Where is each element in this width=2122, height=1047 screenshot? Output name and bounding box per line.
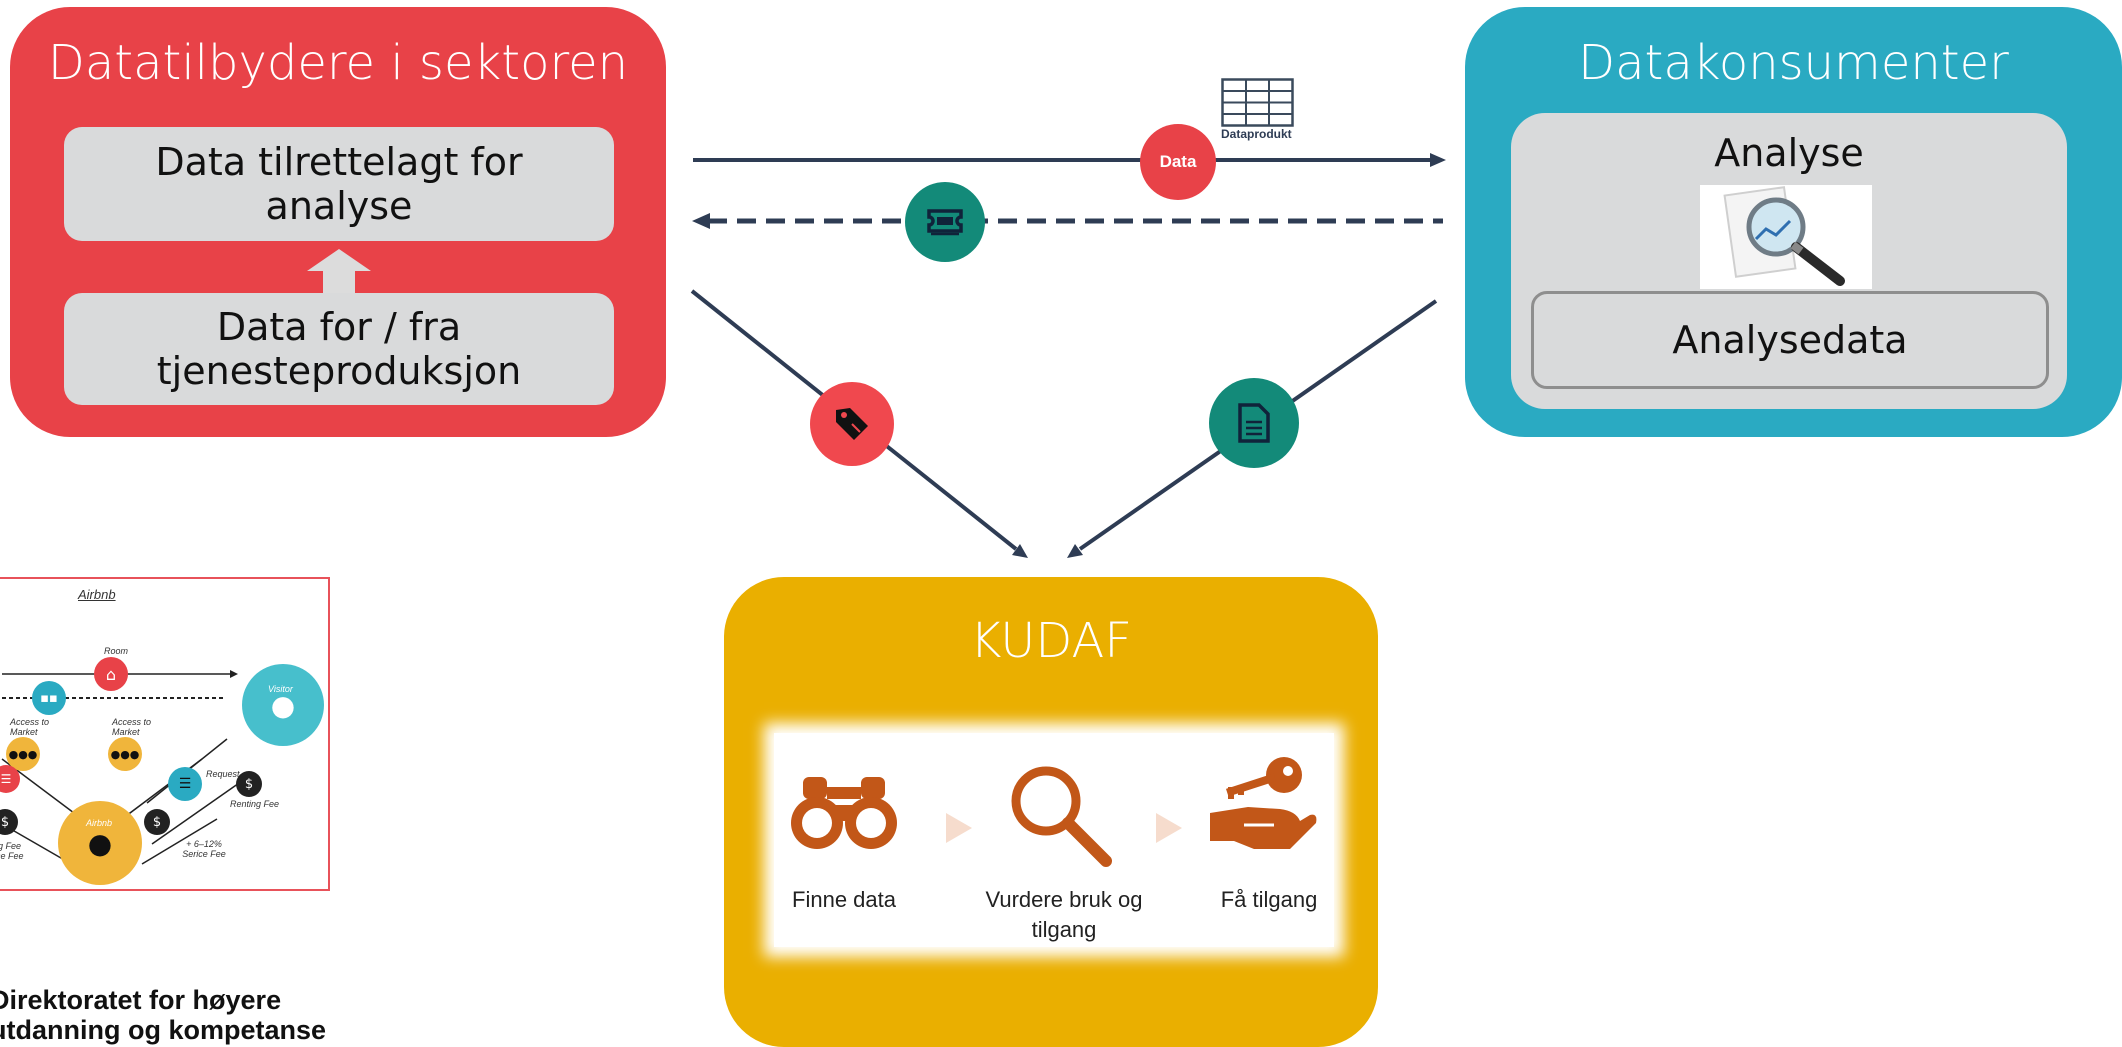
ticket-icon [927, 209, 963, 236]
data-badge: Data [1140, 124, 1216, 200]
airbnb-label-fee-left-2: ice Fee [0, 851, 24, 861]
airbnb-label-market-left: Access to Market [10, 717, 50, 737]
consumers-title: Datakonsumenter [1578, 35, 2009, 91]
airbnb-label-airbnb: Airbnb [86, 818, 113, 828]
airbnb-title: Airbnb [78, 587, 116, 602]
airbnb-label-service-fee: + 6–12% Serice Fee [182, 839, 226, 859]
up-arrow-icon [307, 249, 371, 293]
prepared-data-box: Data tilrettelagt for analyse [64, 127, 614, 241]
airbnb-label-visitor: Visitor [268, 684, 293, 694]
organization-name: Direktoratet for høyere utdanning og kom… [0, 985, 326, 1045]
visitor-avatar: ● [242, 664, 324, 746]
step-label-assess: Vurdere bruk og tilgang [985, 887, 1143, 942]
service-data-box: Data for / fra tjenesteproduksjon [64, 293, 614, 405]
binoculars-icon [791, 777, 897, 849]
request-document-icon: ☰ [168, 767, 202, 801]
airbnb-label-room: Room [104, 646, 129, 656]
analysedata-label: Analysedata [1672, 318, 1908, 362]
dataprodukt-label: Dataprodukt [1221, 127, 1292, 141]
price-tag-badge [810, 382, 894, 466]
dollar-icon: $ [144, 809, 170, 835]
magnifier-icon [1011, 766, 1112, 867]
airbnb-diagram-thumbnail: Airbnb ⌂ ▪▪ ● ●●● ●●● ☰ $ $ ☰ $ ● Room V… [0, 577, 330, 891]
step-label-access: Få tilgang [1220, 887, 1318, 912]
dollar-icon: $ [236, 771, 262, 797]
analysedata-box: Analysedata [1531, 291, 2049, 389]
analyse-label: Analyse [1714, 131, 1864, 175]
chevron-right-icon [1156, 813, 1182, 843]
kudaf-panel: KUDAF [724, 577, 1378, 1047]
chevron-right-icon [946, 813, 972, 843]
dollar-icon: $ [0, 809, 18, 835]
airbnb-label-market-right: Access to Market [112, 717, 152, 737]
data-badge-label: Data [1159, 152, 1197, 171]
providers-title: Datatilbydere i sektoren [47, 35, 629, 91]
kudaf-title: KUDAF [970, 613, 1132, 669]
kudaf-process-strip: Finne data Vurdere bruk og tilgang Få ti… [774, 733, 1334, 947]
document-icon: ☰ [0, 765, 20, 793]
chat-icon: ▪▪ [32, 681, 66, 715]
price-tag-icon [836, 408, 868, 440]
room-house-icon: ⌂ [94, 657, 128, 691]
table-icon [1221, 78, 1294, 127]
analyse-area: Analyse Analysedata [1511, 113, 2067, 409]
airbnb-flow-lines [1, 670, 253, 870]
airbnb-label-renting-fee: Renting Fee [230, 799, 280, 809]
hand-key-icon [1210, 757, 1317, 849]
providers-panel: Datatilbydere i sektoren Data tilrettela… [10, 7, 666, 437]
document-badge [1209, 378, 1299, 468]
step-label-find: Finne data [792, 887, 896, 912]
market-people-icon: ●●● [108, 737, 142, 771]
airbnb-host-avatar: ● [58, 801, 142, 885]
prepared-data-label: Data tilrettelagt for analyse [155, 140, 523, 228]
magnifier-chart-icon [1723, 186, 1845, 286]
analysis-chart-image [1700, 185, 1872, 289]
organization-name-line2: utdanning og kompetanse [0, 1015, 327, 1045]
consumers-panel: Datakonsumenter Analyse Analysedata [1465, 7, 2122, 437]
service-data-label: Data for / fra tjenesteproduksjon [156, 305, 522, 393]
document-icon [1238, 403, 1270, 443]
ticket-badge [905, 182, 985, 262]
organization-name-line1: Direktoratet for høyere [0, 985, 282, 1015]
airbnb-label-fee-left: g Fee [0, 841, 22, 851]
airbnb-label-request: Request [206, 769, 240, 779]
